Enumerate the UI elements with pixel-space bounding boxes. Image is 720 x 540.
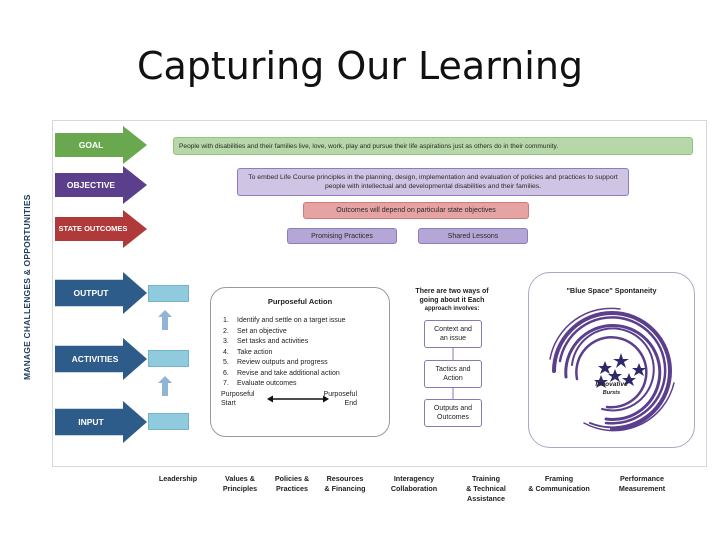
input-box <box>148 413 189 430</box>
list-item: 2.Set an objective <box>223 327 287 335</box>
output-arrow <box>55 272 147 314</box>
blue-space-label-1: Innovative <box>595 381 628 388</box>
double-arrow-icon <box>267 395 329 403</box>
list-item: 7.Evaluate outcomes <box>223 380 297 387</box>
blue-space-title: "Blue Space" Spontaneity <box>566 286 657 295</box>
objective-bar: To embed Life Course principles in the p… <box>237 168 629 196</box>
purposeful-start-label: Purposeful Start <box>221 391 255 407</box>
up-arrow-icon <box>158 310 172 330</box>
input-arrow-label: INPUT <box>78 417 104 427</box>
side-label: MANAGE CHALLENGES & OPPORTUNITIES <box>22 194 32 380</box>
goal-bar: People with disabilities and their famil… <box>173 137 693 155</box>
blue-space-label-2: Bursts <box>602 390 621 396</box>
bottom-label-framing: Framing& Communication <box>528 474 590 493</box>
goal-arrow-label: GOAL <box>78 140 104 150</box>
bottom-label-policies: Policies &Practices <box>274 474 310 493</box>
activities-arrow-label: ACTIVITIES <box>71 354 119 364</box>
list-item: 4.Take action <box>223 348 273 356</box>
objective-arrow <box>55 166 147 204</box>
purposeful-action-panel: Purposeful Action 1.Identify and settle … <box>210 287 390 437</box>
spiral-graphic <box>549 307 675 432</box>
diagram-frame <box>52 120 707 467</box>
state-outcomes-arrow-label: STATE OUTCOMES <box>58 224 128 233</box>
goal-arrow <box>55 126 147 164</box>
purposeful-action-steps: 1.Identify and settle on a target issue … <box>223 316 346 390</box>
activities-arrow <box>55 338 147 380</box>
list-item: 3.Set tasks and activities <box>223 338 309 345</box>
connector-line <box>452 387 454 399</box>
connector-line <box>452 347 454 360</box>
activities-box <box>148 350 189 367</box>
purposeful-action-title: Purposeful Action <box>267 297 333 306</box>
state-outcomes-arrow <box>55 210 147 248</box>
shared-lessons-box: Shared Lessons <box>418 228 528 244</box>
purposeful-end-label: Purposeful End <box>323 391 357 407</box>
objective-arrow-label: OBJECTIVE <box>66 180 116 190</box>
blue-space-panel: "Blue Space" Spontaneity Innovative Burs… <box>528 272 695 448</box>
up-arrow-icon <box>158 376 172 396</box>
list-item: 1.Identify and settle on a target issue <box>223 317 346 324</box>
output-box <box>148 285 189 302</box>
input-arrow <box>55 401 147 443</box>
output-arrow-label: OUTPUT <box>73 288 109 298</box>
two-ways-heading: There are two ways of going about it Eac… <box>415 288 489 312</box>
slide-title: Capturing Our Learning <box>136 44 584 88</box>
promising-practices-box: Promising Practices <box>287 228 397 244</box>
bottom-label-resources: Resources& Financing <box>324 474 366 493</box>
list-item: 5.Review outputs and progress <box>223 359 328 366</box>
list-item: 6.Revise and take additional action <box>223 369 340 377</box>
outcomes-bar: Outcomes will depend on particular state… <box>303 202 529 219</box>
bottom-label-leadership: Leadership <box>158 474 198 483</box>
bottom-label-values: Values &Principles <box>222 474 258 493</box>
